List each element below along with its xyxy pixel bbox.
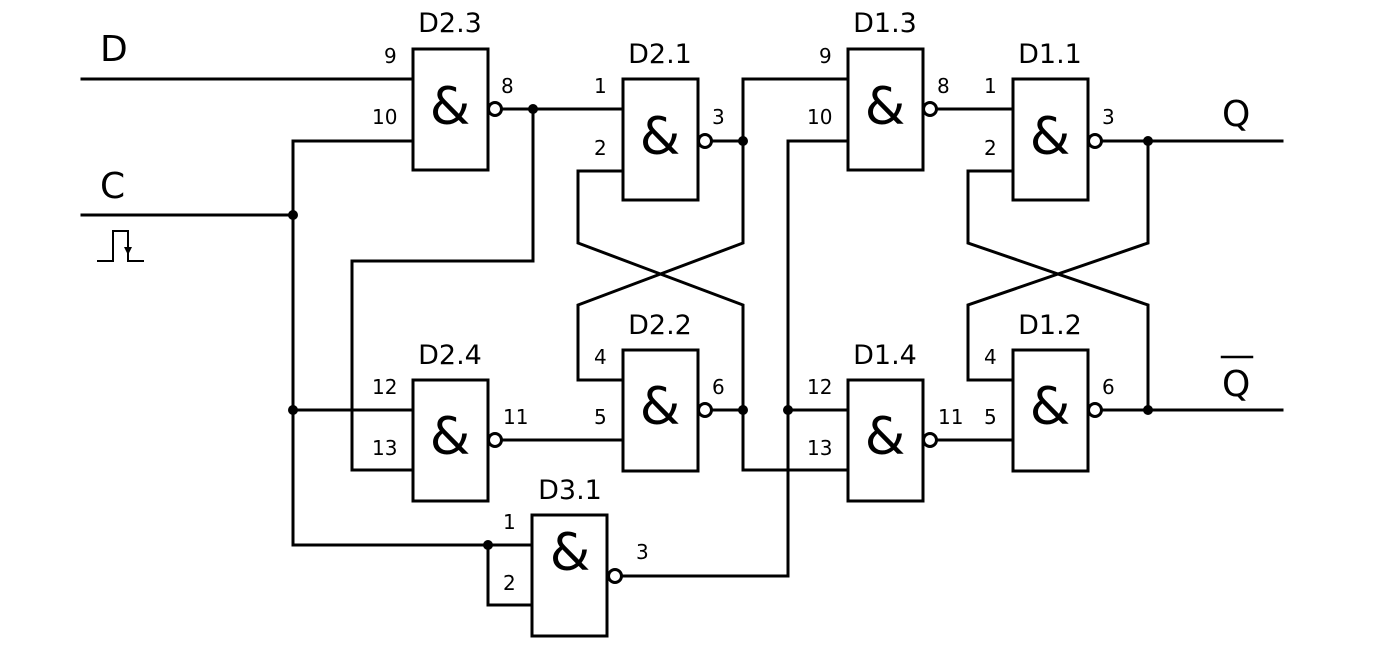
gate-name: D2.1 (628, 39, 692, 70)
and-symbol: & (640, 107, 681, 167)
gate-d2-1: & D2.1 1 2 3 (594, 39, 725, 202)
signal-qbar-label: Q (1222, 364, 1250, 405)
pin-number: 9 (819, 44, 832, 68)
wires (80, 77, 1284, 607)
pin-number: 5 (984, 405, 997, 429)
gate-d2-2: & D2.2 4 5 6 (594, 310, 725, 473)
junction-dot (1143, 405, 1153, 415)
gate-d1-1: & D1.1 1 2 3 (984, 39, 1115, 202)
inverter-bubble (1087, 402, 1103, 418)
pin-number: 11 (938, 405, 963, 429)
wire-d3-1-inputs (486, 543, 534, 607)
wire-d2-1-to-d1-3 (576, 77, 850, 382)
junction-dot (483, 540, 493, 550)
inverter-bubble (922, 101, 938, 117)
pin-number: 4 (984, 345, 997, 369)
gate-body (411, 47, 490, 172)
inverter-bubble (1087, 133, 1103, 149)
pin-number: 3 (1102, 105, 1115, 129)
junction-dot (783, 405, 793, 415)
pin-number: 4 (594, 345, 607, 369)
and-symbol: & (430, 77, 471, 137)
gate-d1-2: & D1.2 4 5 6 (984, 310, 1115, 473)
pin-number: 2 (503, 571, 516, 595)
pin-number: 2 (594, 136, 607, 160)
wire-qbar-feedback (966, 169, 1150, 412)
junction-dot (738, 136, 748, 146)
pin-number: 11 (503, 405, 528, 429)
gate-name: D1.2 (1018, 310, 1082, 341)
junction-dot (288, 405, 298, 415)
gate-d3-1: & D3.1 1 2 3 (503, 475, 649, 638)
gate-body (846, 378, 925, 503)
gate-name: D1.4 (853, 340, 917, 371)
inverter-bubble (487, 101, 503, 117)
pin-number: 1 (503, 510, 516, 534)
and-symbol: & (1030, 107, 1071, 167)
wire-d2-3-feedback (350, 107, 535, 472)
inverter-bubble (607, 568, 623, 584)
and-symbol: & (430, 407, 471, 467)
wire-clock-bus (291, 139, 490, 547)
signal-d-label: D (100, 29, 128, 70)
pin-number: 3 (636, 540, 649, 564)
gate-body (1011, 348, 1090, 473)
clock-pulse-icon (97, 230, 144, 262)
inverter-bubble (922, 432, 938, 448)
pin-number: 6 (1102, 375, 1115, 399)
gate-name: D1.1 (1018, 39, 1082, 70)
pin-number: 10 (372, 105, 397, 129)
gate-name: D2.4 (418, 340, 482, 371)
gate-name: D2.2 (628, 310, 692, 341)
pin-number: 8 (937, 74, 950, 98)
junctions (288, 104, 1153, 550)
wire-q-feedback (966, 139, 1150, 382)
gate-name: D2.3 (418, 8, 482, 39)
gate-body (530, 513, 609, 638)
and-symbol: & (865, 407, 906, 467)
inverter-bubble (697, 402, 713, 418)
signal-c-label: C (100, 166, 125, 207)
gate-name: D3.1 (538, 475, 602, 506)
gate-d2-3: & D2.3 9 10 8 (372, 8, 514, 172)
junction-dot (528, 104, 538, 114)
gate-d2-4: & D2.4 12 13 11 (372, 340, 528, 503)
gate-body (1011, 77, 1090, 202)
inverter-bubble (487, 432, 503, 448)
gate-body (411, 378, 490, 503)
pin-number: 10 (807, 105, 832, 129)
inverter-bubble (697, 133, 713, 149)
and-symbol: & (1030, 377, 1071, 437)
pin-number: 2 (984, 136, 997, 160)
pin-number: 1 (594, 74, 607, 98)
pin-number: 6 (712, 375, 725, 399)
pin-number: 1 (984, 74, 997, 98)
junction-dot (738, 405, 748, 415)
wire-d2-2-to-d2-1 (576, 169, 745, 412)
pin-number: 12 (807, 375, 832, 399)
pin-number: 13 (372, 436, 397, 460)
wire-d3-1-out (620, 139, 850, 578)
gate-name: D1.3 (853, 8, 917, 39)
pin-number: 8 (501, 74, 514, 98)
pin-number: 9 (384, 44, 397, 68)
gate-d1-3: & D1.3 9 10 8 (807, 8, 950, 172)
junction-dot (1143, 136, 1153, 146)
gate-body (846, 47, 925, 172)
pin-number: 3 (712, 105, 725, 129)
wire-d2-2-out (710, 408, 850, 472)
and-symbol: & (640, 377, 681, 437)
and-symbol: & (865, 77, 906, 137)
gate-d1-4: & D1.4 12 13 11 (807, 340, 963, 503)
pin-number: 5 (594, 405, 607, 429)
falling-edge-arrow-icon (124, 247, 132, 255)
pin-number: 12 (372, 375, 397, 399)
junction-dot (288, 210, 298, 220)
signal-q-label: Q (1222, 94, 1250, 135)
pin-number: 13 (807, 436, 832, 460)
and-symbol: & (550, 523, 591, 583)
